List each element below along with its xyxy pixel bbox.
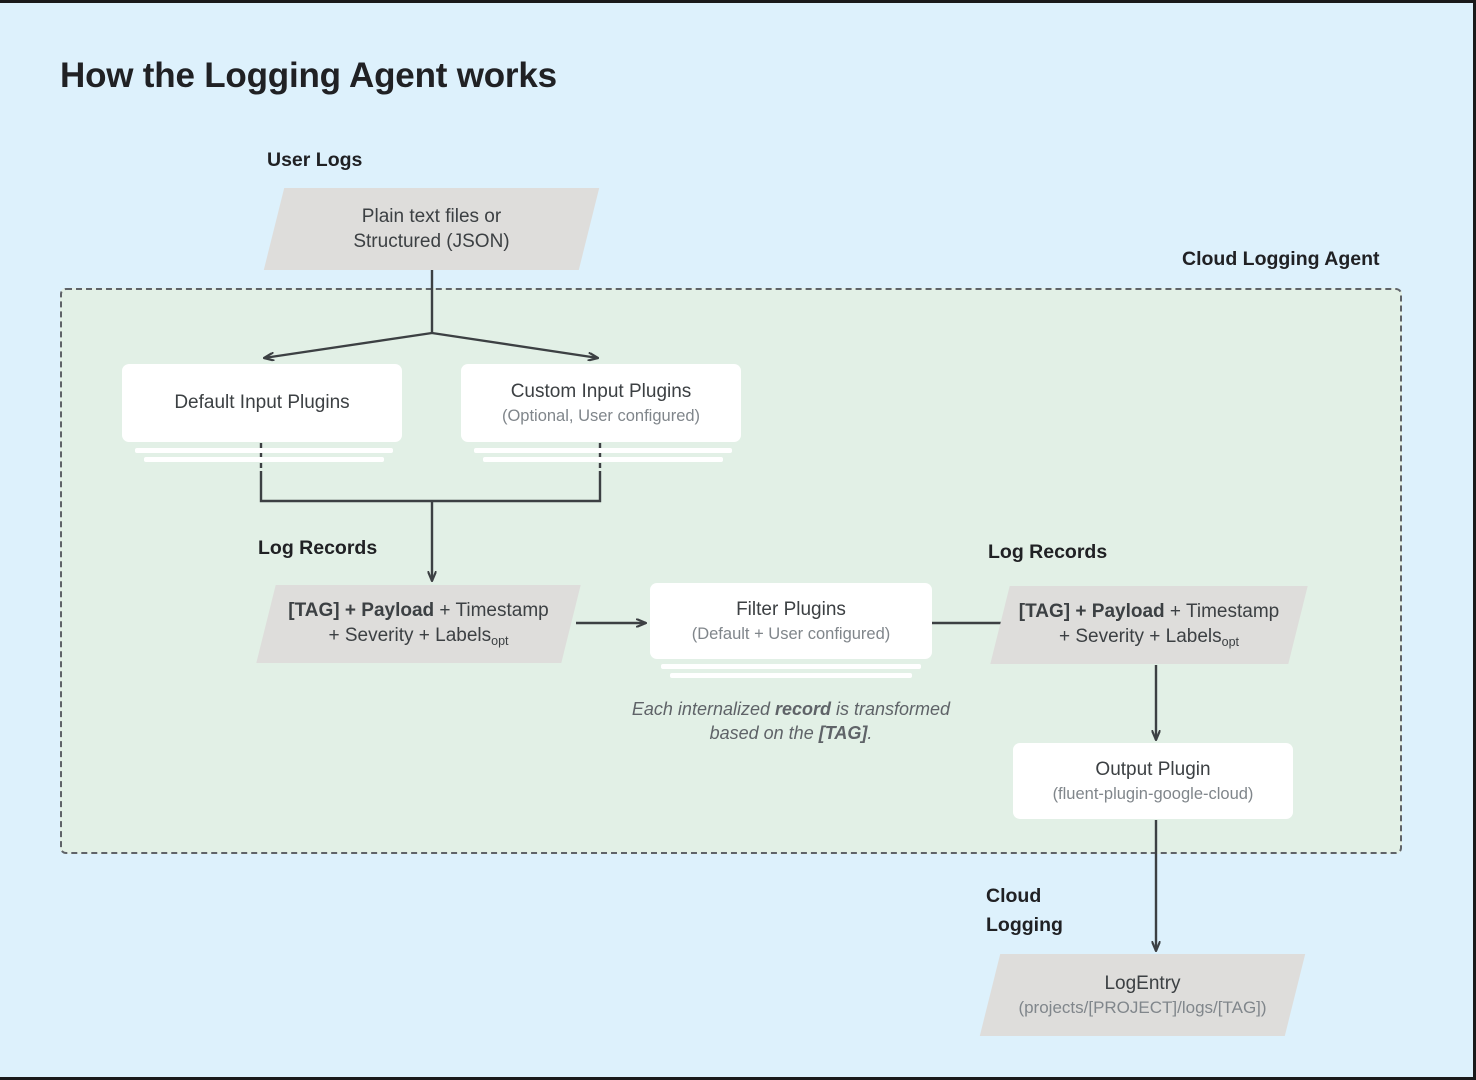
output-plugin-subtitle: (fluent-plugin-google-cloud)	[1052, 784, 1254, 803]
log-record-left-line2: + Severity + Labelsopt	[328, 623, 508, 650]
label-log-records-right: Log Records	[988, 541, 1108, 563]
log-record-right-line1: [TAG] + Payload + Timestamp	[1019, 599, 1279, 624]
node-custom-input-plugins[interactable]: Custom Input Plugins (Optional, User con…	[461, 364, 741, 442]
note-part-e: .	[867, 723, 873, 743]
label-cloud-logging-agent: Cloud Logging Agent	[1182, 248, 1380, 270]
default-input-plugins-stack-layer-2	[144, 457, 384, 462]
custom-input-plugins-stack-layer-1	[474, 448, 732, 453]
custom-input-plugins-stack-layer-2	[483, 457, 723, 462]
note-part-a: Each internalized	[631, 699, 775, 719]
log-record-right-line2-text: + Severity + Labels	[1058, 626, 1222, 647]
filter-plugins-stack-layer-1	[661, 664, 921, 669]
log-record-left-line1: [TAG] + Payload + Timestamp	[288, 598, 548, 623]
node-log-record-left: [TAG] + Payload + Timestamp + Severity +…	[256, 585, 581, 663]
log-entry-title: LogEntry	[1104, 972, 1181, 994]
user-logs-source-line1: Plain text files or	[361, 206, 502, 227]
note-part-c: is transformed based on the	[709, 699, 951, 743]
default-input-plugins-stack-layer-1	[135, 448, 393, 453]
note-part-tag: [TAG]	[818, 723, 868, 743]
user-logs-source-line2: Structured (JSON)	[353, 231, 510, 252]
label-cloud-logging: Cloud Logging	[986, 885, 1063, 936]
log-record-right-rest: + Timestamp	[1164, 601, 1280, 622]
node-filter-plugins[interactable]: Filter Plugins (Default + User configure…	[650, 583, 932, 659]
node-default-input-plugins[interactable]: Default Input Plugins	[122, 364, 402, 442]
filter-plugins-subtitle: (Default + User configured)	[691, 624, 891, 643]
log-record-right-line2: + Severity + Labelsopt	[1059, 624, 1239, 651]
label-user-logs: User Logs	[267, 149, 363, 171]
label-log-records-left: Log Records	[258, 537, 378, 559]
output-plugin-title: Output Plugin	[1095, 758, 1211, 780]
filter-plugins-stack-layer-2	[670, 673, 912, 678]
log-record-left-line2-text: + Severity + Labels	[328, 625, 492, 646]
node-output-plugin[interactable]: Output Plugin (fluent-plugin-google-clou…	[1013, 743, 1293, 819]
custom-input-plugins-subtitle: (Optional, User configured)	[501, 406, 701, 425]
log-entry-subtitle: (projects/[PROJECT]/logs/[TAG])	[1018, 997, 1267, 1017]
node-log-entry: LogEntry (projects/[PROJECT]/logs/[TAG])	[979, 954, 1306, 1036]
log-record-right-subscript: opt	[1221, 635, 1240, 649]
log-record-left-subscript: opt	[491, 634, 509, 648]
custom-input-plugins-title: Custom Input Plugins	[510, 380, 692, 402]
log-record-left-bold: [TAG] + Payload	[288, 600, 435, 621]
default-input-plugins-title: Default Input Plugins	[174, 392, 350, 413]
node-user-logs-source: Plain text files or Structured (JSON)	[263, 188, 600, 270]
page-title: How the Logging Agent works	[60, 56, 557, 95]
diagram-canvas: How the Logging Agent works User Logs Cl…	[0, 3, 1473, 1077]
log-record-right-bold: [TAG] + Payload	[1018, 601, 1165, 622]
note-part-record: record	[775, 699, 832, 719]
note-record-transform: Each internalized record is transformed …	[621, 697, 961, 745]
node-log-record-right: [TAG] + Payload + Timestamp + Severity +…	[990, 586, 1308, 664]
log-record-left-rest: + Timestamp	[434, 600, 549, 621]
filter-plugins-title: Filter Plugins	[736, 598, 846, 620]
